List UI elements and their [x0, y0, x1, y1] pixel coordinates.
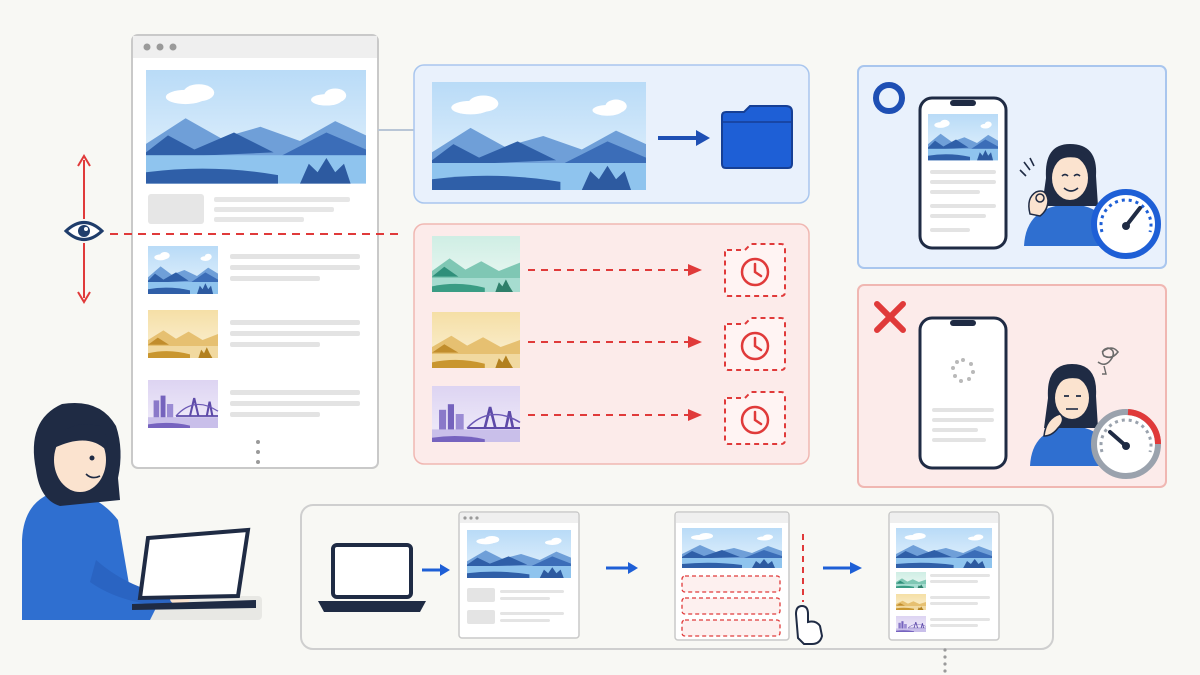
timeline-page-scrolling	[674, 511, 824, 645]
cross-mark-icon	[874, 301, 906, 333]
folder-icon	[721, 105, 793, 169]
good-result-panel	[857, 65, 1167, 269]
hero-image	[146, 70, 366, 184]
thumbnail-golden	[148, 310, 218, 358]
circle-mark-icon	[873, 82, 905, 114]
timeline-panel	[300, 504, 1054, 673]
skeleton-thumbnail	[148, 194, 204, 224]
timeline-arrow	[422, 564, 450, 576]
clock-folder-icon	[723, 390, 787, 446]
clock-folder-icon	[723, 316, 787, 372]
eye-icon	[63, 221, 105, 241]
window-dot-icon	[169, 43, 177, 51]
phone-loading	[918, 316, 1008, 470]
happy-user	[1019, 144, 1112, 246]
window-dot-icon	[143, 43, 151, 51]
eager-load-panel	[413, 64, 810, 204]
ellipsis-vertical-icon	[256, 440, 260, 464]
speed-fast-gauge-icon	[1091, 189, 1161, 259]
user-with-laptop	[22, 402, 262, 620]
pointer-hand-icon	[794, 604, 824, 645]
loading-spinner-icon	[951, 358, 975, 383]
lazy-image-green	[432, 236, 520, 292]
continuation-dots-icon	[943, 648, 947, 673]
laptop-icon	[132, 527, 256, 610]
browser-window	[131, 34, 379, 469]
clock-folder-icon	[723, 242, 787, 298]
timeline-arrow	[823, 562, 862, 574]
speed-slow-gauge-icon	[1091, 409, 1162, 479]
thinking-user	[1030, 347, 1120, 466]
bad-result-panel	[857, 284, 1167, 488]
lazy-row	[432, 312, 787, 372]
lazy-image-golden	[432, 312, 520, 368]
phone-loaded	[918, 96, 1008, 250]
ok-hand-icon	[1028, 190, 1049, 217]
viewport-indicator	[63, 154, 400, 304]
timeline-page-initial	[458, 511, 580, 639]
lazy-row	[432, 236, 787, 298]
arrow-right	[658, 130, 710, 146]
lazy-load-panel	[413, 223, 810, 465]
thumbnail-blue	[148, 246, 218, 294]
timeline-page-loaded	[888, 511, 1000, 641]
window-dot-icon	[156, 43, 164, 51]
thumbnail-purple	[146, 378, 220, 430]
lazy-row	[430, 384, 787, 446]
eager-image	[432, 82, 646, 190]
lazy-image-purple	[430, 384, 522, 444]
timeline-laptop-icon	[318, 543, 426, 612]
confused-scribble-icon	[1097, 347, 1120, 375]
timeline-arrow	[606, 562, 638, 574]
